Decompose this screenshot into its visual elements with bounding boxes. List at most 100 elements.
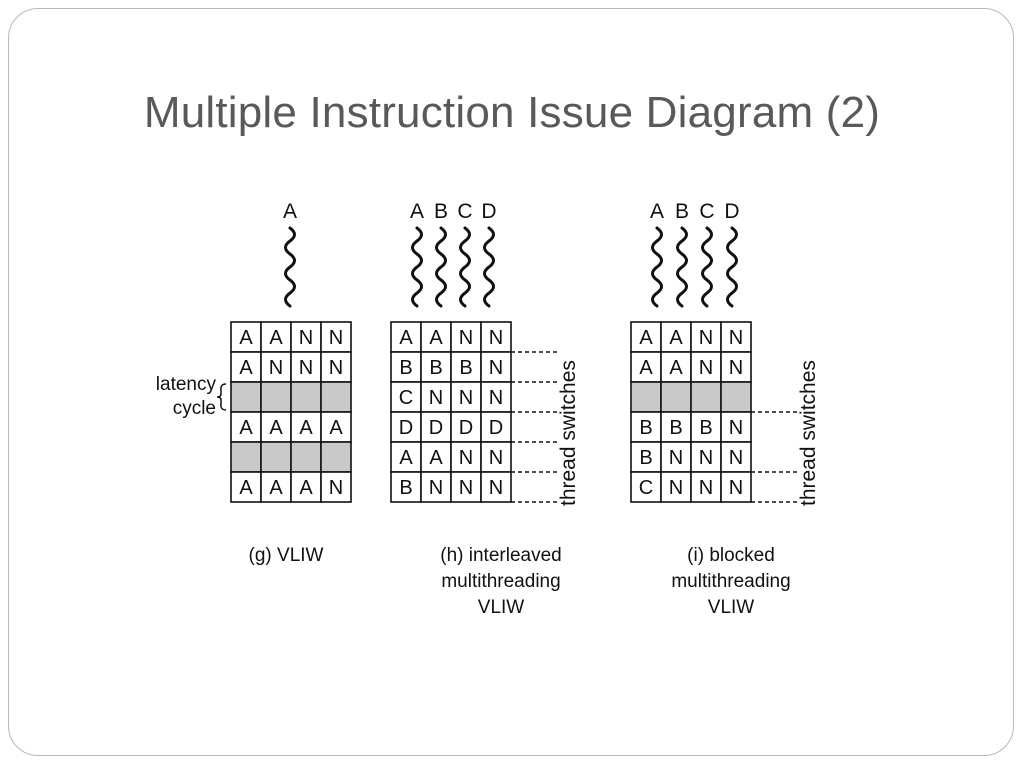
caption-h-line-2: multithreading (441, 571, 561, 592)
slot-text-i-r0c1: A (669, 327, 683, 349)
slot-g-r3c0 (230, 411, 262, 443)
slot-h-r4c3 (480, 441, 512, 473)
slot-h-r2c2 (450, 381, 482, 413)
slot-text-g-r0c1: A (269, 327, 283, 349)
slot-text-g-r5c1: A (269, 477, 283, 499)
slot-i-r1c3 (720, 351, 752, 383)
slot-text-i-r1c3: N (729, 357, 743, 379)
thread-label-h-D: D (481, 200, 496, 223)
slide-title: Multiple Instruction Issue Diagram (2) (143, 88, 881, 137)
slot-h-r5c2 (450, 471, 482, 503)
thread-label-i-A: A (650, 200, 664, 223)
slot-text-g-r3c3: A (329, 417, 343, 439)
slot-text-g-r1c0: A (239, 357, 253, 379)
caption-h-line-1: (h) interleaved (440, 545, 562, 566)
slot-i-r2c2 (690, 381, 722, 413)
slot-text-g-r1c3: N (329, 357, 343, 379)
caption-g: (g) VLIW (211, 543, 361, 569)
slot-text-h-r2c1: N (429, 387, 443, 409)
thread-label-i-C: C (699, 200, 714, 223)
slot-text-i-r4c1: N (669, 447, 683, 469)
slot-text-h-r3c1: D (429, 417, 443, 439)
slot-h-r1c3 (480, 351, 512, 383)
slot-text-g-r0c2: N (299, 327, 313, 349)
slot-text-g-r3c1: A (269, 417, 283, 439)
slot-text-h-r0c3: N (489, 327, 503, 349)
caption-i-line-3: VLIW (707, 597, 755, 618)
caption-h: (h) interleaved multithreading VLIW (391, 543, 611, 621)
slot-text-h-r5c1: N (429, 477, 443, 499)
caption-g-line-1: (g) VLIW (248, 545, 324, 566)
slot-text-h-r1c2: B (459, 357, 472, 379)
slot-text-i-r3c0: B (639, 417, 652, 439)
slot-i-r4c3 (720, 441, 752, 473)
thread-squiggle-g-A (284, 226, 296, 308)
slot-text-i-r4c3: N (729, 447, 743, 469)
thread-squiggle-i-C (701, 226, 713, 308)
slot-text-h-r5c2: N (459, 477, 473, 499)
slot-g-r5c3 (320, 471, 352, 503)
slot-i-r2c1 (660, 381, 692, 413)
slot-text-g-r1c1: N (269, 357, 283, 379)
slot-i-r2c0 (630, 381, 662, 413)
thread-squiggle-h-B (435, 226, 447, 308)
latency-label-line-2: cycle (172, 398, 216, 419)
slot-text-i-r5c2: N (699, 477, 713, 499)
slot-i-r5c3 (720, 471, 752, 503)
thread-label-h-A: A (410, 200, 424, 223)
slot-text-i-r5c0: C (639, 477, 653, 499)
thread-squiggle-h-A (411, 226, 423, 308)
slot-h-r1c0 (390, 351, 422, 383)
slot-text-h-r4c1: A (429, 447, 443, 469)
slot-text-i-r3c3: N (729, 417, 743, 439)
slot-text-g-r5c0: A (239, 477, 253, 499)
thread-squiggle-h-C (459, 226, 471, 308)
latency-label-line-1: latency (155, 374, 216, 395)
slot-text-i-r3c2: B (699, 417, 712, 439)
slot-g-r3c2 (290, 411, 322, 443)
slot-i-r0c2 (690, 321, 722, 353)
slot-g-r3c3 (320, 411, 352, 443)
slot-i-r2c3 (720, 381, 752, 413)
slot-g-r4c1 (260, 441, 292, 473)
slot-text-h-r0c2: N (459, 327, 473, 349)
slide-frame (8, 8, 1014, 756)
slot-h-r3c1 (420, 411, 452, 443)
slot-text-h-r2c2: N (459, 387, 473, 409)
slot-text-g-r0c3: N (329, 327, 343, 349)
slot-g-r2c2 (290, 381, 322, 413)
slot-text-h-r4c3: N (489, 447, 503, 469)
slot-text-h-r3c3: D (489, 417, 503, 439)
thread-label-g-A: A (283, 200, 297, 223)
caption-i-line-1: (i) blocked (687, 545, 775, 566)
slot-h-r0c3 (480, 321, 512, 353)
thread-label-i-D: D (724, 200, 739, 223)
slot-text-h-r0c0: A (399, 327, 413, 349)
thread-squiggle-h-D (483, 226, 495, 308)
slot-text-h-r1c3: N (489, 357, 503, 379)
slot-text-i-r3c1: B (669, 417, 682, 439)
slot-g-r4c3 (320, 441, 352, 473)
slot-text-h-r2c3: N (489, 387, 503, 409)
slot-text-h-r5c3: N (489, 477, 503, 499)
slot-text-h-r1c1: B (429, 357, 442, 379)
slot-text-i-r1c1: A (669, 357, 683, 379)
latency-cycle-label: latency cycle (140, 373, 216, 421)
thread-switches-label-i: thread switches (797, 360, 820, 506)
slot-h-r3c3 (480, 411, 512, 443)
slot-text-h-r0c1: A (429, 327, 443, 349)
slot-text-i-r5c1: N (669, 477, 683, 499)
slot-i-r3c2 (690, 411, 722, 443)
thread-label-h-B: B (434, 200, 448, 223)
caption-h-line-3: VLIW (477, 597, 525, 618)
slot-text-h-r3c2: D (459, 417, 473, 439)
slot-i-r0c1 (660, 321, 692, 353)
slot-g-r2c3 (320, 381, 352, 413)
slot-text-h-r2c0: C (399, 387, 413, 409)
slot-text-i-r5c3: N (729, 477, 743, 499)
thread-label-i-B: B (675, 200, 689, 223)
slot-text-i-r0c3: N (729, 327, 743, 349)
slot-text-h-r3c0: D (399, 417, 413, 439)
slot-g-r1c3 (320, 351, 352, 383)
slot-text-i-r4c2: N (699, 447, 713, 469)
